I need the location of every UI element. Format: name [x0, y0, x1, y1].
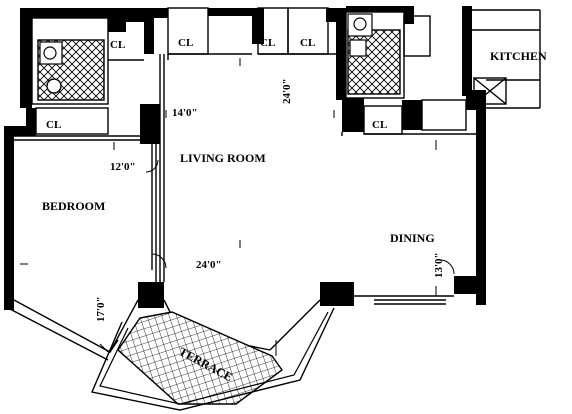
toilet-left: [46, 78, 62, 94]
living-room-label: LIVING ROOM: [180, 151, 266, 165]
bedroom-label: BEDROOM: [42, 199, 105, 213]
dim-bedroom-depth: 17'0": [95, 296, 107, 322]
dim-living-depth-top: 24'0": [281, 78, 293, 104]
closet-label-bath-left: CL: [110, 39, 125, 51]
dim-dining-width: 13'0": [433, 252, 445, 278]
closet-label-left: CL: [46, 119, 61, 131]
terrace-floor: [117, 311, 283, 405]
dimension-ticks: [20, 58, 437, 356]
closet-label-top-2: CL: [260, 37, 275, 49]
closet-label-top-1: CL: [178, 37, 193, 49]
fixtures: [37, 13, 455, 411]
kitchen-label: KITCHEN: [490, 49, 547, 63]
dim-bedroom-width: 12'0": [110, 161, 136, 173]
closet-label-kitchen: CL: [372, 119, 387, 131]
dim-living-depth-bottom: 24'0": [196, 259, 222, 271]
sink-right: [353, 17, 367, 31]
closet-label-top-3: CL: [300, 37, 315, 49]
walls: [4, 6, 486, 310]
dining-label: DINING: [390, 231, 435, 245]
dim-living-width: 14'0": [172, 107, 198, 119]
